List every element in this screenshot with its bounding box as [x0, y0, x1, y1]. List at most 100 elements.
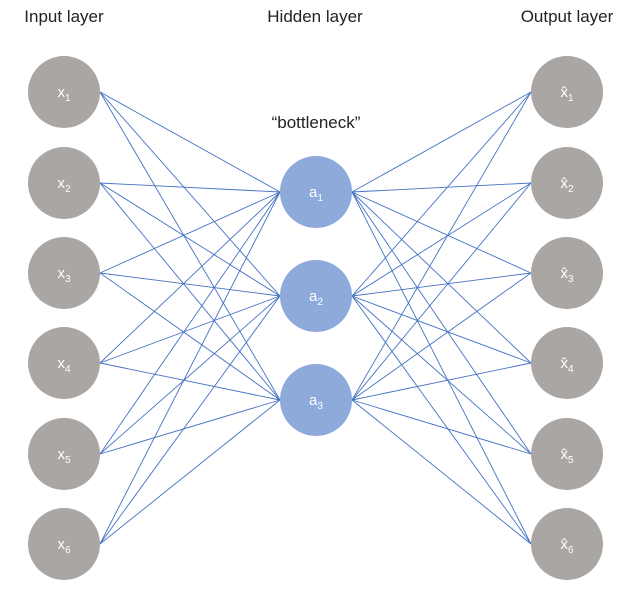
- hidden-node-a2-circle: [280, 260, 352, 332]
- output-node-xhat6-circle: [531, 508, 603, 580]
- hidden-layer-title: Hidden layer: [267, 7, 363, 26]
- edge-a2-xhat3: [351, 272, 532, 297]
- output-node-xhat3-symbol: x̂: [560, 265, 568, 282]
- edge-x6-a1: [99, 191, 281, 545]
- hidden-node-a2-subscript: 2: [317, 297, 323, 308]
- hidden-node-a1-subscript: 1: [317, 193, 323, 204]
- input-node-x5: x5: [28, 418, 100, 490]
- input-node-x3-symbol: x: [57, 265, 65, 282]
- input-layer-title: Input layer: [24, 7, 104, 26]
- input-node-x1-label: x1: [57, 84, 71, 104]
- hidden-node-a3-symbol: a: [309, 392, 318, 409]
- hidden-node-a2: a2: [280, 260, 352, 332]
- output-node-xhat3-subscript: 3: [568, 274, 574, 285]
- output-node-xhat2-symbol: x̂: [560, 175, 568, 192]
- edge-x1-a2: [99, 91, 281, 297]
- output-node-xhat1-symbol: x̂: [560, 84, 568, 101]
- edge-x5-a1: [99, 191, 281, 455]
- output-node-xhat6-symbol: x̂: [560, 536, 568, 553]
- input-node-x5-circle: [28, 418, 100, 490]
- input-node-x6: x6: [28, 508, 100, 580]
- edge-a2-xhat2: [351, 182, 532, 297]
- edge-x5-a2: [99, 295, 281, 455]
- input-node-x6-circle: [28, 508, 100, 580]
- output-node-xhat2-label: x̂2: [560, 175, 574, 195]
- edge-a3-xhat1: [351, 91, 532, 401]
- output-node-xhat4-subscript: 4: [568, 364, 574, 375]
- output-node-xhat6-subscript: 6: [568, 545, 574, 556]
- output-layer-title: Output layer: [521, 7, 614, 26]
- hidden-node-a2-label: a2: [309, 288, 323, 308]
- edge-a1-xhat3: [351, 191, 532, 274]
- edge-a1-xhat4: [351, 191, 532, 364]
- edge-a1-xhat1: [351, 91, 532, 193]
- edge-a1-xhat2: [351, 182, 532, 193]
- edge-x3-a1: [99, 191, 281, 274]
- hidden-node-a2-symbol: a: [309, 288, 318, 305]
- input-node-x3-circle: [28, 237, 100, 309]
- connections: [99, 91, 532, 545]
- hidden-node-a3-label: a3: [309, 392, 323, 412]
- edge-a3-xhat6: [351, 399, 532, 545]
- output-node-xhat2-subscript: 2: [568, 184, 574, 195]
- edge-x3-a3: [99, 272, 281, 401]
- hidden-node-a3-circle: [280, 364, 352, 436]
- bottleneck-label: “bottleneck”: [272, 113, 361, 132]
- input-node-x5-subscript: 5: [65, 455, 71, 466]
- edge-x6-a2: [99, 295, 281, 545]
- edge-a2-xhat1: [351, 91, 532, 297]
- edge-x2-a1: [99, 182, 281, 193]
- hidden-node-a3-subscript: 3: [317, 401, 323, 412]
- output-node-xhat1-label: x̂1: [560, 84, 574, 104]
- edge-x4-a1: [99, 191, 281, 364]
- output-node-xhat4: x̂4: [531, 327, 603, 399]
- input-node-x2-symbol: x: [57, 175, 65, 192]
- edge-x2-a3: [99, 182, 281, 401]
- edge-a3-xhat2: [351, 182, 532, 401]
- edge-x5-a3: [99, 399, 281, 455]
- edge-x1-a1: [99, 91, 281, 193]
- output-node-xhat1-subscript: 1: [568, 93, 574, 104]
- edge-a2-xhat6: [351, 295, 532, 545]
- output-node-xhat4-label: x̂4: [560, 355, 574, 375]
- input-node-x1-circle: [28, 56, 100, 128]
- output-node-xhat4-symbol: x̂: [560, 355, 568, 372]
- input-node-x6-subscript: 6: [65, 545, 71, 556]
- output-node-xhat3: x̂3: [531, 237, 603, 309]
- output-node-xhat5-circle: [531, 418, 603, 490]
- edge-a2-xhat4: [351, 295, 532, 364]
- input-node-x3-subscript: 3: [65, 274, 71, 285]
- output-node-xhat4-circle: [531, 327, 603, 399]
- edge-x2-a2: [99, 182, 281, 297]
- input-node-x5-label: x5: [57, 446, 71, 466]
- output-node-xhat3-label: x̂3: [560, 265, 574, 285]
- input-node-x2-circle: [28, 147, 100, 219]
- edge-x1-a3: [99, 91, 281, 401]
- edge-x4-a3: [99, 362, 281, 401]
- input-node-x1-symbol: x: [57, 84, 65, 101]
- hidden-node-a1: a1: [280, 156, 352, 228]
- input-node-x1-subscript: 1: [65, 93, 71, 104]
- hidden-node-a1-circle: [280, 156, 352, 228]
- input-node-x6-label: x6: [57, 536, 71, 556]
- output-node-xhat2-circle: [531, 147, 603, 219]
- input-node-x3-label: x3: [57, 265, 71, 285]
- hidden-node-a1-label: a1: [309, 184, 323, 204]
- edge-a1-xhat6: [351, 191, 532, 545]
- edge-x4-a2: [99, 295, 281, 364]
- input-node-x2: x2: [28, 147, 100, 219]
- input-node-x2-label: x2: [57, 175, 71, 195]
- output-node-xhat5-subscript: 5: [568, 455, 574, 466]
- edge-x3-a2: [99, 272, 281, 297]
- input-node-x4-subscript: 4: [65, 364, 71, 375]
- input-node-x4-circle: [28, 327, 100, 399]
- output-node-xhat6: x̂6: [531, 508, 603, 580]
- edge-x6-a3: [99, 399, 281, 545]
- input-node-x6-symbol: x: [57, 536, 65, 553]
- edge-a3-xhat5: [351, 399, 532, 455]
- output-node-xhat1-circle: [531, 56, 603, 128]
- edge-a3-xhat3: [351, 272, 532, 401]
- output-node-xhat5: x̂5: [531, 418, 603, 490]
